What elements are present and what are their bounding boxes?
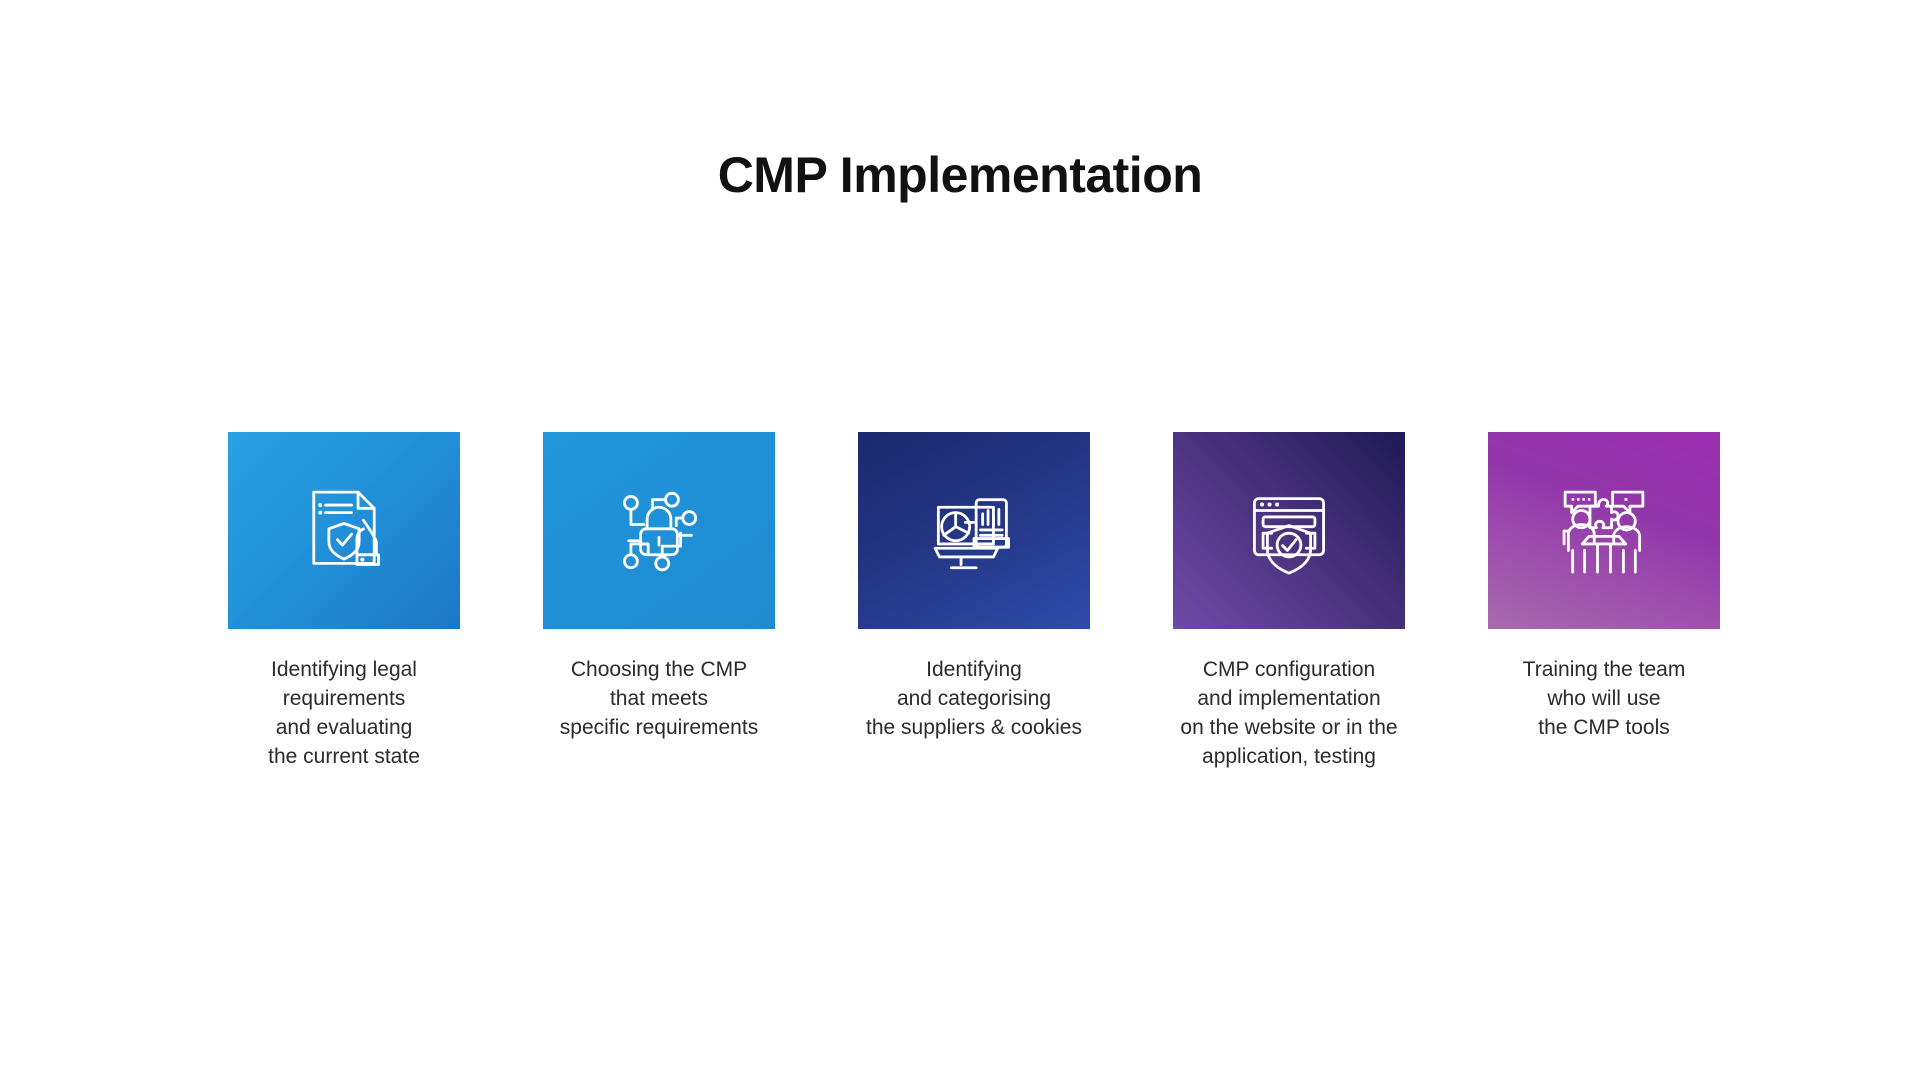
caption-line: on the website or in the — [1180, 716, 1398, 739]
caption-line: and categorising — [896, 687, 1052, 710]
step-icon-tile-5 — [1488, 432, 1720, 629]
step-icon-tile-4 — [1173, 432, 1405, 629]
caption-line: specific requirements — [559, 716, 759, 739]
step-caption-4: CMP configuration and implementation on … — [1139, 655, 1439, 771]
document-shield-check-icon — [312, 490, 380, 566]
step-caption-1: Identifying legal requirements and evalu… — [194, 655, 494, 771]
caption-line: requirements — [282, 687, 406, 710]
step-caption-3: Identifying and categorising the supplie… — [824, 655, 1124, 742]
step-caption-2: Choosing the CMP that meets specific req… — [509, 655, 809, 742]
step-icon-tile-3 — [858, 432, 1090, 629]
step-icon-tile-1 — [228, 432, 460, 629]
step-card-2[interactable]: Choosing the CMP that meets specific req… — [543, 432, 775, 742]
caption-line: CMP configuration — [1202, 658, 1376, 681]
network-padlock-icon — [623, 491, 698, 571]
step-card-4[interactable]: CMP configuration and implementation on … — [1173, 432, 1405, 771]
step-caption-5: Training the team who will use the CMP t… — [1454, 655, 1754, 742]
page-title: CMP Implementation — [717, 147, 1203, 203]
monitor-analytics-chart-icon — [933, 497, 1010, 569]
caption-line: Identifying legal — [271, 658, 417, 681]
caption-line: the current state — [268, 745, 420, 768]
step-icon-tile-2 — [543, 432, 775, 629]
caption-line: Choosing the CMP — [570, 658, 748, 681]
team-training-puzzle-icon — [1562, 490, 1645, 573]
steps-row: Identifying legal requirements and evalu… — [228, 432, 1720, 771]
caption-line: Identifying — [926, 658, 1022, 681]
caption-line: and evaluating — [275, 716, 413, 739]
caption-line: Training the team — [1522, 658, 1686, 681]
caption-line: that meets — [609, 687, 709, 710]
caption-line: and implementation — [1197, 687, 1381, 710]
caption-line: the suppliers & cookies — [866, 716, 1082, 739]
caption-line: who will use — [1547, 687, 1661, 710]
step-card-3[interactable]: Identifying and categorising the supplie… — [858, 432, 1090, 742]
step-card-1[interactable]: Identifying legal requirements and evalu… — [228, 432, 460, 771]
caption-line: application, testing — [1202, 745, 1376, 768]
step-card-5[interactable]: Training the team who will use the CMP t… — [1488, 432, 1720, 742]
caption-line: the CMP tools — [1538, 716, 1670, 739]
browser-shield-check-icon — [1253, 496, 1325, 575]
